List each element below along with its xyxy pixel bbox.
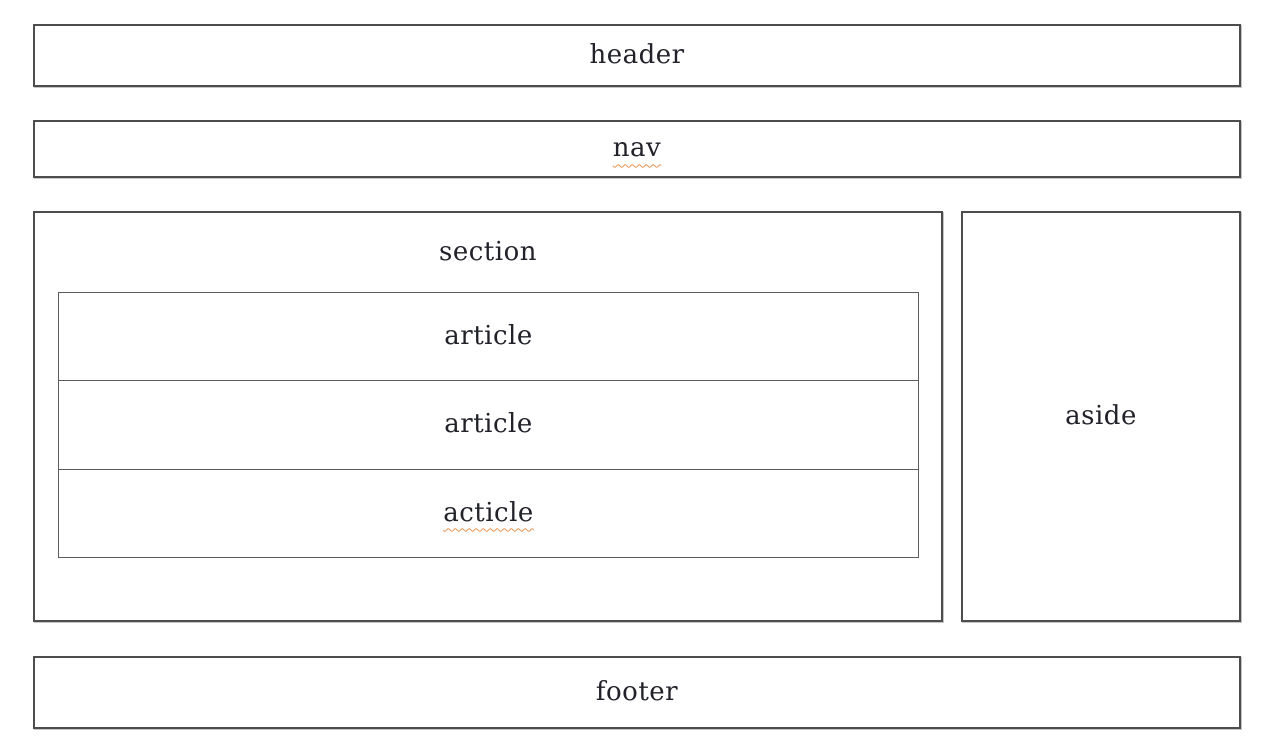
section-block: section article article acticle [33, 211, 943, 622]
nav-label: nav [612, 133, 662, 164]
header-block: header [33, 24, 1241, 87]
aside-block: aside [961, 211, 1241, 622]
article-label-3: acticle [443, 497, 534, 528]
section-title-area: section [35, 213, 941, 292]
footer-block: footer [33, 656, 1241, 729]
article-block-3: acticle [59, 468, 918, 557]
nav-block: nav [33, 120, 1241, 178]
article-label-1: article [444, 321, 533, 352]
header-label: header [589, 39, 685, 70]
article-block-2: article [59, 380, 918, 469]
article-label-2: article [444, 409, 533, 440]
aside-label: aside [1065, 400, 1137, 431]
footer-label: footer [595, 676, 679, 707]
section-label: section [439, 236, 537, 267]
article-stack: article article acticle [58, 292, 919, 558]
article-block-1: article [59, 293, 918, 381]
